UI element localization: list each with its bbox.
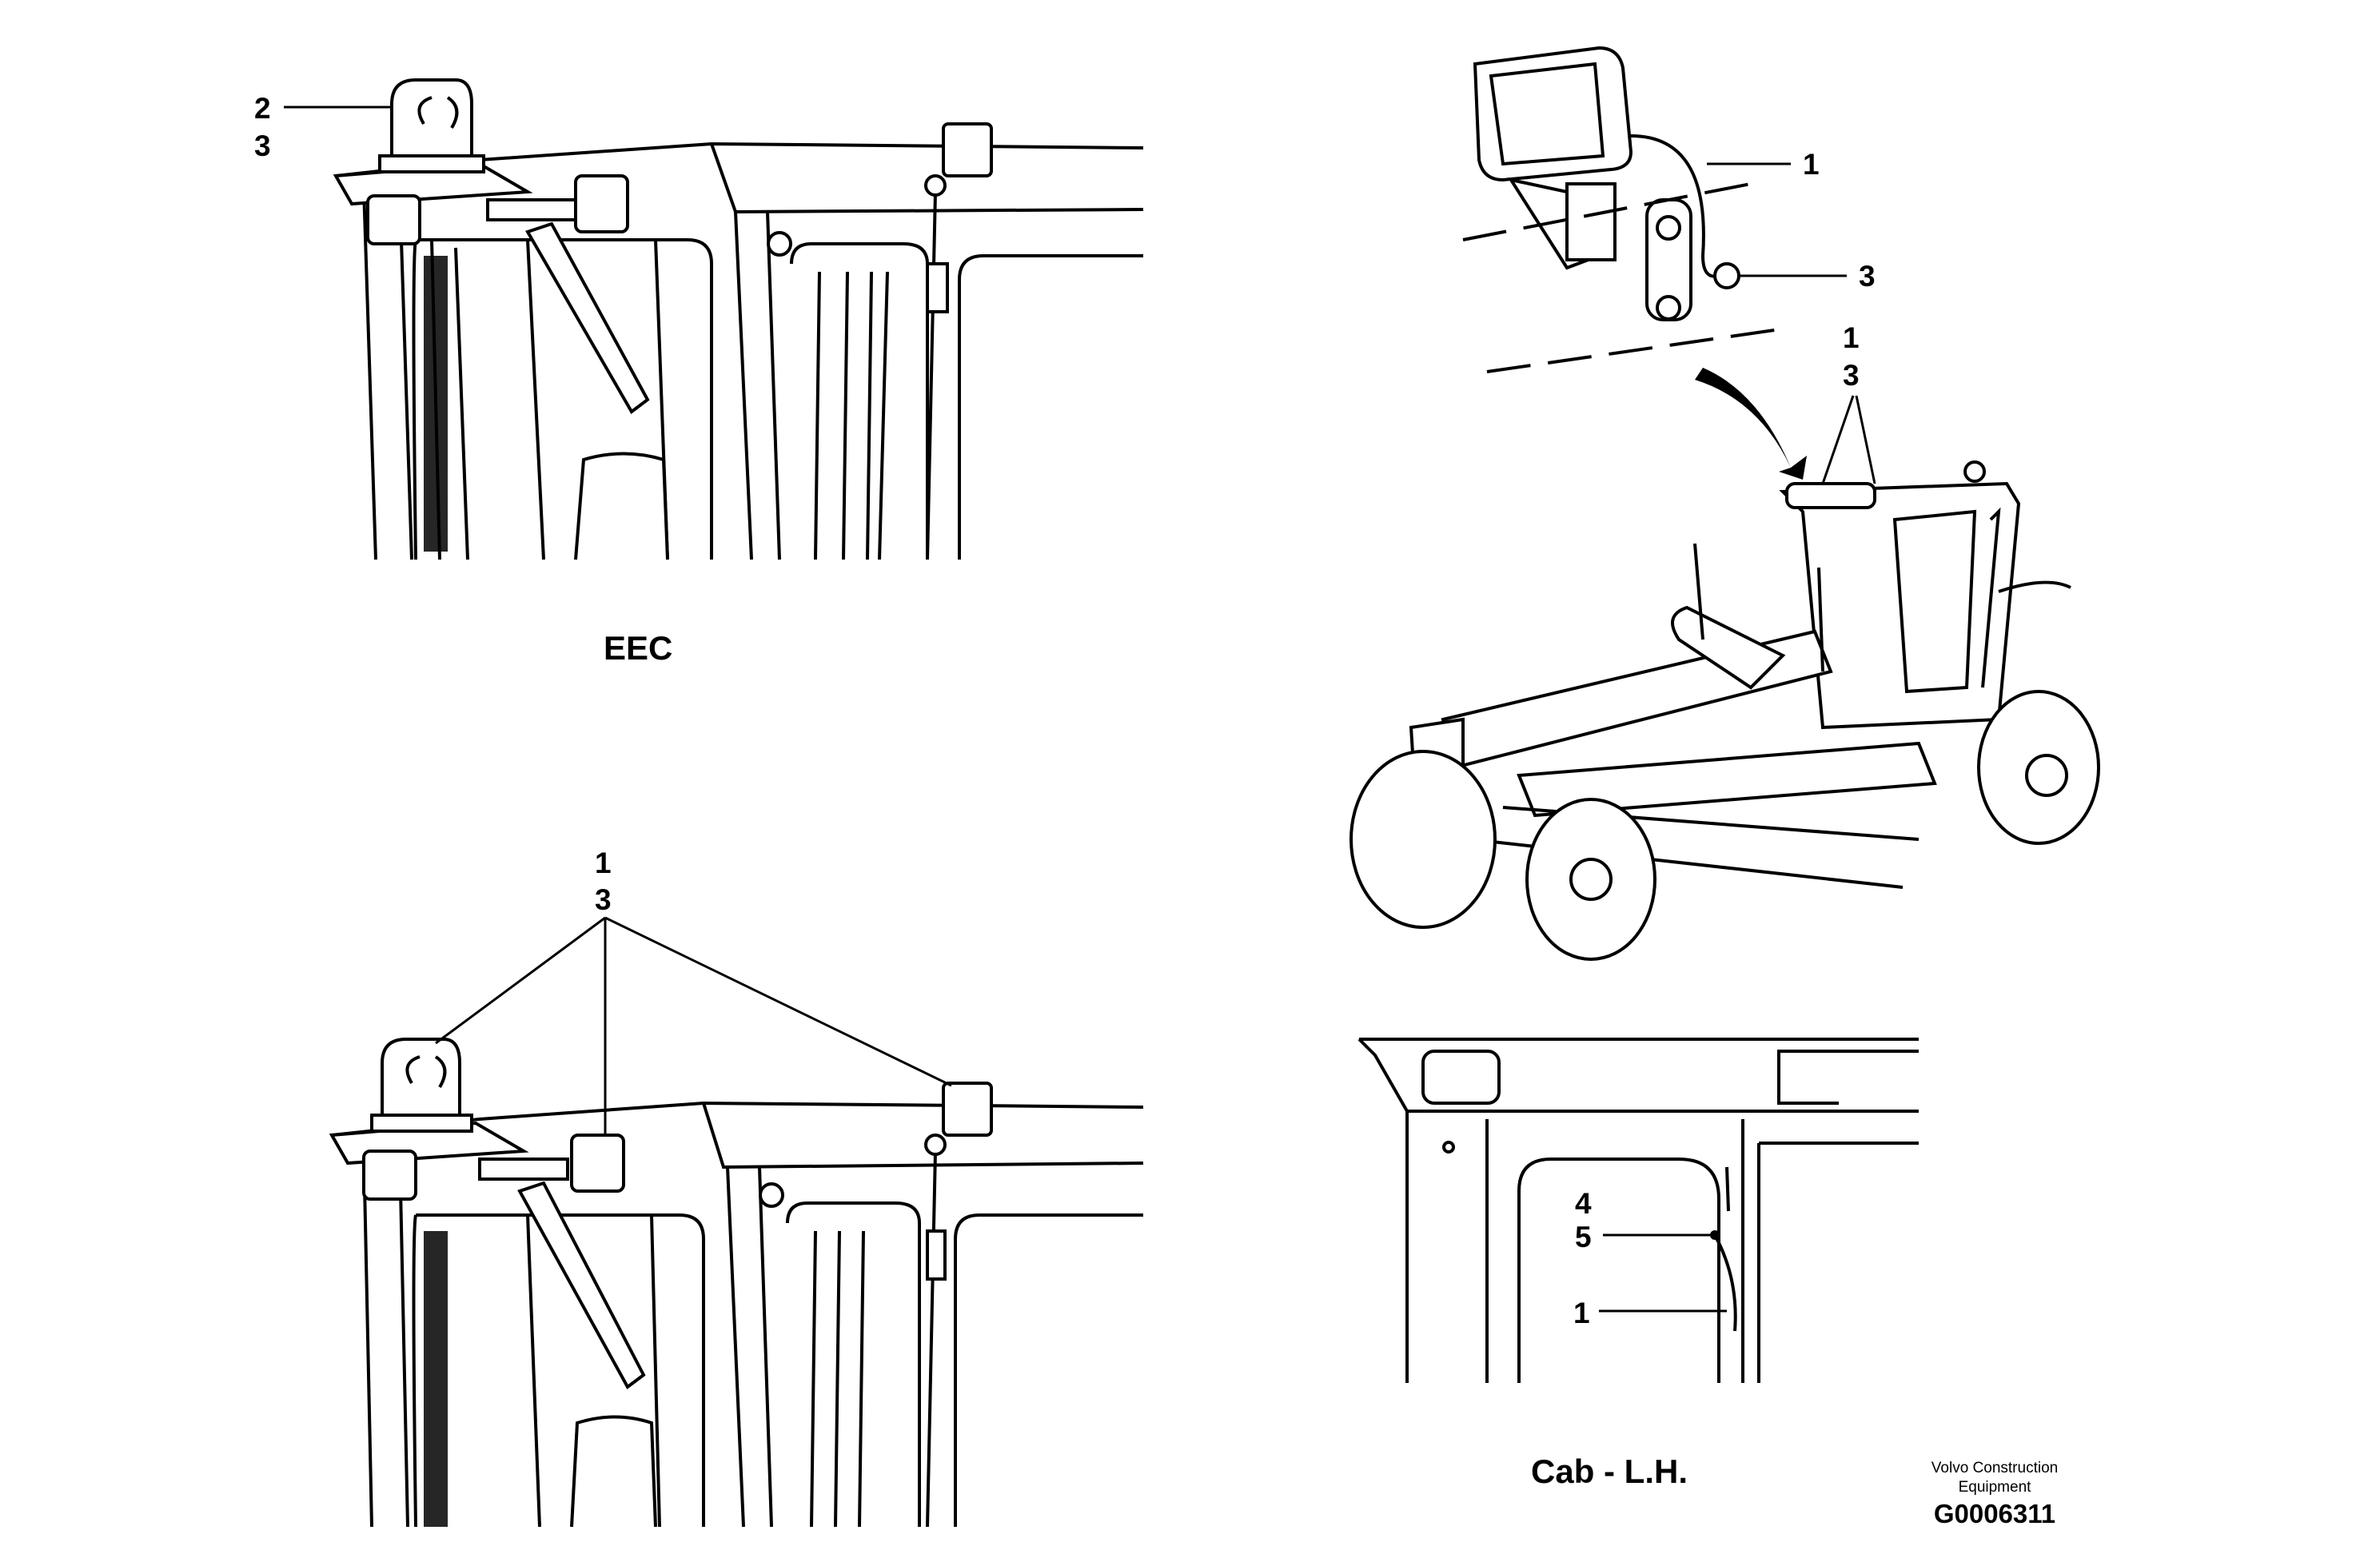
callout-1-cab-lh: 1 [1573, 1297, 1590, 1329]
cab2-door-window [786, 1201, 921, 1527]
callout-3-detail: 3 [1859, 260, 1876, 293]
grader-beacon [1963, 460, 1986, 483]
leader-grader-left [1821, 395, 1855, 484]
callout-1-bottom-left: 1 [595, 847, 612, 879]
grader-rear-hub [2025, 754, 2068, 797]
cablh-wire-top [1725, 1166, 1730, 1212]
view-lamp-detail [1462, 46, 1847, 480]
mount-bolt-2 [1656, 295, 1681, 321]
cab2-window-lines [526, 1214, 661, 1528]
callout-3-top-left: 3 [254, 130, 271, 162]
lamp-wire [1630, 134, 1720, 278]
cablh-rear-frame [1741, 1119, 1919, 1383]
cab2-mid-pillar [726, 1166, 773, 1528]
cablh-roof-profile [1357, 1038, 1919, 1113]
cab2-door-frame [412, 1213, 705, 1528]
cablh-pillar [1405, 1111, 1489, 1383]
callout-1-detail: 1 [1803, 148, 1820, 181]
leader-cab2-rear-lamp [604, 916, 952, 1087]
cab-left-pillar [362, 187, 413, 560]
grader-roof-lamps [1785, 482, 1876, 509]
detail-pointer-arrow [1695, 368, 1807, 480]
mount-plane-line-1 [1462, 182, 1752, 241]
work-lamp-housing [1473, 46, 1633, 182]
cablh-roof-lamp [1421, 1050, 1501, 1105]
callout-3-bottom-left: 3 [595, 883, 612, 916]
door-bolt [767, 231, 792, 257]
cab2-left-pillar [362, 1146, 409, 1528]
cab2-front-lamp-left [362, 1150, 417, 1201]
caption-eec: EEC [604, 629, 672, 667]
cab2-roof-step [702, 1102, 1144, 1169]
cab2-grab-rails [810, 1230, 865, 1528]
lamp-bracket [1565, 182, 1617, 261]
cable-connector [926, 262, 949, 313]
brand-line-1: Volvo Construction [1932, 1460, 2058, 1476]
leader-grader-right [1855, 395, 1876, 484]
callout-2-top-left: 2 [254, 92, 271, 125]
grader-front-wheel-left [1349, 750, 1497, 929]
callout-5-cab-lh: 5 [1575, 1221, 1592, 1253]
view-cab-standard [329, 916, 1144, 1528]
operator-seat [574, 452, 669, 560]
cab2-beacon-base [370, 1114, 473, 1133]
drawing-code: G0006311 [1934, 1499, 2055, 1528]
cab2-front-lamp-right [570, 1134, 625, 1193]
cab2-switch-panel [478, 1158, 569, 1181]
front-lamp-left [366, 194, 421, 245]
cab2-wiper-arm [517, 1181, 646, 1389]
cablh-rivet [1442, 1141, 1455, 1154]
leader-cab2-beacon [435, 916, 606, 1045]
grader-cab-rear [1981, 507, 2001, 688]
rear-window-frame [958, 254, 1143, 560]
rotating-beacon [390, 78, 473, 157]
cab2-lamp-cable [926, 1150, 937, 1528]
grader-engine-hood [1998, 580, 2071, 593]
cab2-rear-window [954, 1213, 1143, 1527]
rear-work-lamp [942, 122, 993, 177]
grader-lift-cylinders [1693, 543, 1824, 672]
switch-panel [486, 198, 577, 221]
mount-plane-line-2 [1486, 326, 1792, 373]
cablh-door-window [1517, 1158, 1720, 1383]
grader-hub [1569, 858, 1613, 901]
mount-bolt-1 [1656, 215, 1681, 241]
view-motor-grader: 1 3 [1349, 321, 2100, 961]
lamp-cable [926, 191, 937, 560]
brand-line-2: Equipment [1959, 1479, 2032, 1496]
door-window-frame [790, 242, 929, 560]
cab-mid-pillar [734, 211, 781, 560]
wire-grommet [1713, 262, 1740, 289]
cab2-door-seal [424, 1231, 448, 1527]
cab2-bolt [759, 1182, 784, 1208]
callout-4-cab-lh: 4 [1575, 1187, 1592, 1220]
cab2-rotating-beacon [381, 1038, 461, 1117]
wiper-arm [525, 221, 650, 414]
door-edge-lines [430, 239, 469, 560]
beacon-base [378, 154, 485, 173]
cablh-harness [1713, 1234, 1737, 1332]
cab2-lamp-mount [924, 1134, 947, 1156]
caption-cab-lh: Cab - L.H. [1531, 1452, 1688, 1490]
cab2-beacon-lens [405, 1055, 447, 1089]
callout-1-grader: 1 [1843, 321, 1860, 354]
grader-drawbar [1517, 741, 1937, 818]
cab2-rear-work-lamp [942, 1082, 993, 1137]
callout-3-grader: 3 [1843, 359, 1860, 392]
view-cab-eec [284, 78, 1144, 560]
front-lamp-right [574, 174, 629, 233]
cab2-connector [926, 1229, 947, 1281]
view-cab-lh [1357, 1038, 1919, 1383]
cablh-roof-panel [1777, 1050, 1919, 1105]
cab2-seat [570, 1415, 657, 1528]
door-grab-rails [814, 271, 889, 560]
cab-door-frame [412, 238, 713, 560]
lamp-mount [924, 174, 947, 197]
grader-cab-door [1892, 509, 1977, 694]
work-lamp-lens [1489, 62, 1605, 166]
grader-lift-arm [1671, 605, 1786, 690]
beacon-lens-mark [417, 96, 459, 130]
